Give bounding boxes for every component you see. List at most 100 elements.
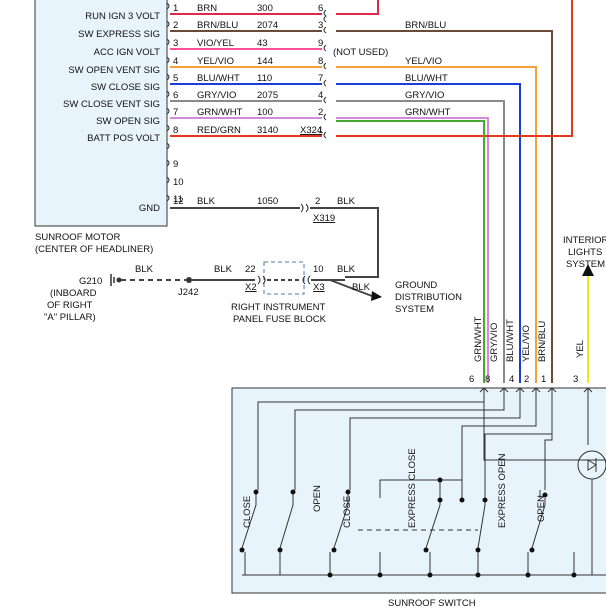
not-used-label: (NOT USED) xyxy=(333,47,388,58)
motor-wire-texts: 1 BRN 300 6 2 BRN/BLU 2074 3 3 VIO/YEL 4… xyxy=(173,3,388,205)
conn-pin: 1 xyxy=(318,125,323,136)
pin-circuit: 3140 xyxy=(257,125,278,136)
pin-label: RUN IGN 3 VOLT xyxy=(85,11,160,22)
extra-pin: 11 xyxy=(173,194,183,205)
switch-label: OPEN xyxy=(312,485,323,512)
wire-label: GRN/WHT xyxy=(405,107,451,118)
pin-wire: BRN xyxy=(197,3,217,14)
wire-label: BRN/BLU xyxy=(405,20,446,31)
x319-pin: 2 xyxy=(315,196,320,207)
g210-label: G210 xyxy=(79,276,102,287)
fuse-right-pin: 10 xyxy=(313,264,324,275)
dist-label: SYSTEM xyxy=(395,304,434,315)
extra-pin: 9 xyxy=(173,159,178,170)
dist-label: GROUND xyxy=(395,280,437,291)
pin-num: 1 xyxy=(173,3,178,14)
wire-label: YEL/VIO xyxy=(405,56,442,67)
sunroof-motor-box xyxy=(34,0,168,227)
sunroof-switch-box xyxy=(231,387,606,594)
pin-label: SW OPEN VENT SIG xyxy=(68,65,160,76)
pin-label: ACC IGN VOLT xyxy=(94,47,161,58)
vwire-label: YEL/VIO xyxy=(521,325,532,362)
pin-label: BATT POS VOLT xyxy=(87,133,160,144)
x324-connector xyxy=(323,9,327,139)
wire-label: BLU/WHT xyxy=(405,73,448,84)
connector-x324: X324 xyxy=(300,125,322,136)
switch-title: SUNROOF SWITCH xyxy=(388,598,476,608)
switch-contacts xyxy=(239,477,577,578)
pin-circuit: 300 xyxy=(257,3,273,14)
switch-label: EXPRESS CLOSE xyxy=(407,448,418,528)
pin-wire: BLU/WHT xyxy=(197,73,240,84)
switch-pin: 1 xyxy=(541,374,546,385)
switch-labels: CLOSE OPEN CLOSE EXPRESS CLOSE EXPRESS O… xyxy=(242,448,547,528)
extra-pin: 10 xyxy=(173,177,184,188)
gnd-wire-color: BLK xyxy=(197,196,216,207)
conn-pin: 8 xyxy=(318,56,323,67)
fuse-block-label: RIGHT INSTRUMENT xyxy=(231,302,325,313)
vwire-label: GRN/WHT xyxy=(473,316,484,362)
g210-note: OF RIGHT xyxy=(47,300,93,311)
fuse-right-conn: X3 xyxy=(313,282,325,293)
interior-label: LIGHTS xyxy=(568,247,602,258)
pin-label: SW CLOSE VENT SIG xyxy=(63,99,160,110)
gnd-circuit: 1050 xyxy=(257,196,278,207)
switch-connector xyxy=(479,387,593,398)
x319-wire: BLK xyxy=(337,196,356,207)
vwire-label: BRN/BLU xyxy=(537,321,548,362)
motor-subtitle: (CENTER OF HEADLINER) xyxy=(35,244,153,255)
conn-pin: 2 xyxy=(318,107,323,118)
fuse-block: 22 X2 10 X3 BLK RIGHT INSTRUMENT PANEL F… xyxy=(231,261,462,325)
fuse-right-wire: BLK xyxy=(337,264,356,275)
j242-label: J242 xyxy=(178,287,199,298)
fuse-left-pin: 22 xyxy=(245,264,256,275)
g210-note: (INBOARD xyxy=(50,288,97,299)
motor-title: SUNROOF MOTOR xyxy=(35,232,120,243)
g210-ground: G210 BLK J242 (INBOARD OF RIGHT "A" PILL… xyxy=(44,264,255,323)
conn-pin: 4 xyxy=(318,90,323,101)
pin-wire: GRY/VIO xyxy=(197,90,236,101)
switch-internal xyxy=(241,398,606,576)
gnd-label: GND xyxy=(139,203,160,214)
pin-num: 4 xyxy=(173,56,178,67)
g210-wire: BLK xyxy=(135,264,154,275)
fuse-block-label: PANEL FUSE BLOCK xyxy=(233,314,327,325)
pin-wire: BRN/BLU xyxy=(197,20,238,31)
pin-wire: VIO/YEL xyxy=(197,38,234,49)
pin-circuit: 110 xyxy=(257,73,272,84)
pin-label: SW EXPRESS SIG xyxy=(78,29,160,40)
gnd-wire: 12 BLK 1050 2 BLK X319 xyxy=(170,196,379,278)
motor-connector xyxy=(166,2,170,202)
vwire-label: GRY/VIO xyxy=(489,323,500,362)
pin-num: 7 xyxy=(173,107,178,118)
pin-circuit: 144 xyxy=(257,56,273,67)
pin-circuit: 2074 xyxy=(257,20,278,31)
interior-wire: YEL xyxy=(575,340,586,358)
conn-pin: 9 xyxy=(318,38,323,49)
x319-connector: X319 xyxy=(313,213,335,224)
g210-note: "A" PILLAR) xyxy=(44,312,96,323)
switch-pin: 8 xyxy=(485,374,490,385)
conn-pin: 7 xyxy=(318,73,323,84)
dist-label: DISTRIBUTION xyxy=(395,292,462,303)
pin-wire: YEL/VIO xyxy=(197,56,234,67)
pin-num: 6 xyxy=(173,90,178,101)
wire-label: GRY/VIO xyxy=(405,90,444,101)
switch-label: CLOSE xyxy=(242,496,253,528)
dist-wire: BLK xyxy=(352,282,371,293)
pin-num: 3 xyxy=(173,38,178,49)
motor-wires xyxy=(170,0,573,383)
interior-pin: 3 xyxy=(573,374,578,385)
pin-circuit: 100 xyxy=(257,107,273,118)
conn-pin: 6 xyxy=(318,3,323,14)
pin-num: 5 xyxy=(173,73,178,84)
motor-pin-labels: RUN IGN 3 VOLT SW EXPRESS SIG ACC IGN VO… xyxy=(63,11,160,214)
pin-label: SW OPEN SIG xyxy=(96,116,160,127)
interior-label: INTERIOR xyxy=(563,235,606,246)
switch-label: OPEN xyxy=(536,495,547,522)
pin-circuit: 43 xyxy=(257,38,268,49)
switch-label: CLOSE xyxy=(342,496,353,528)
pin-wire: RED/GRN xyxy=(197,125,241,136)
switch-pin: 4 xyxy=(509,374,514,385)
